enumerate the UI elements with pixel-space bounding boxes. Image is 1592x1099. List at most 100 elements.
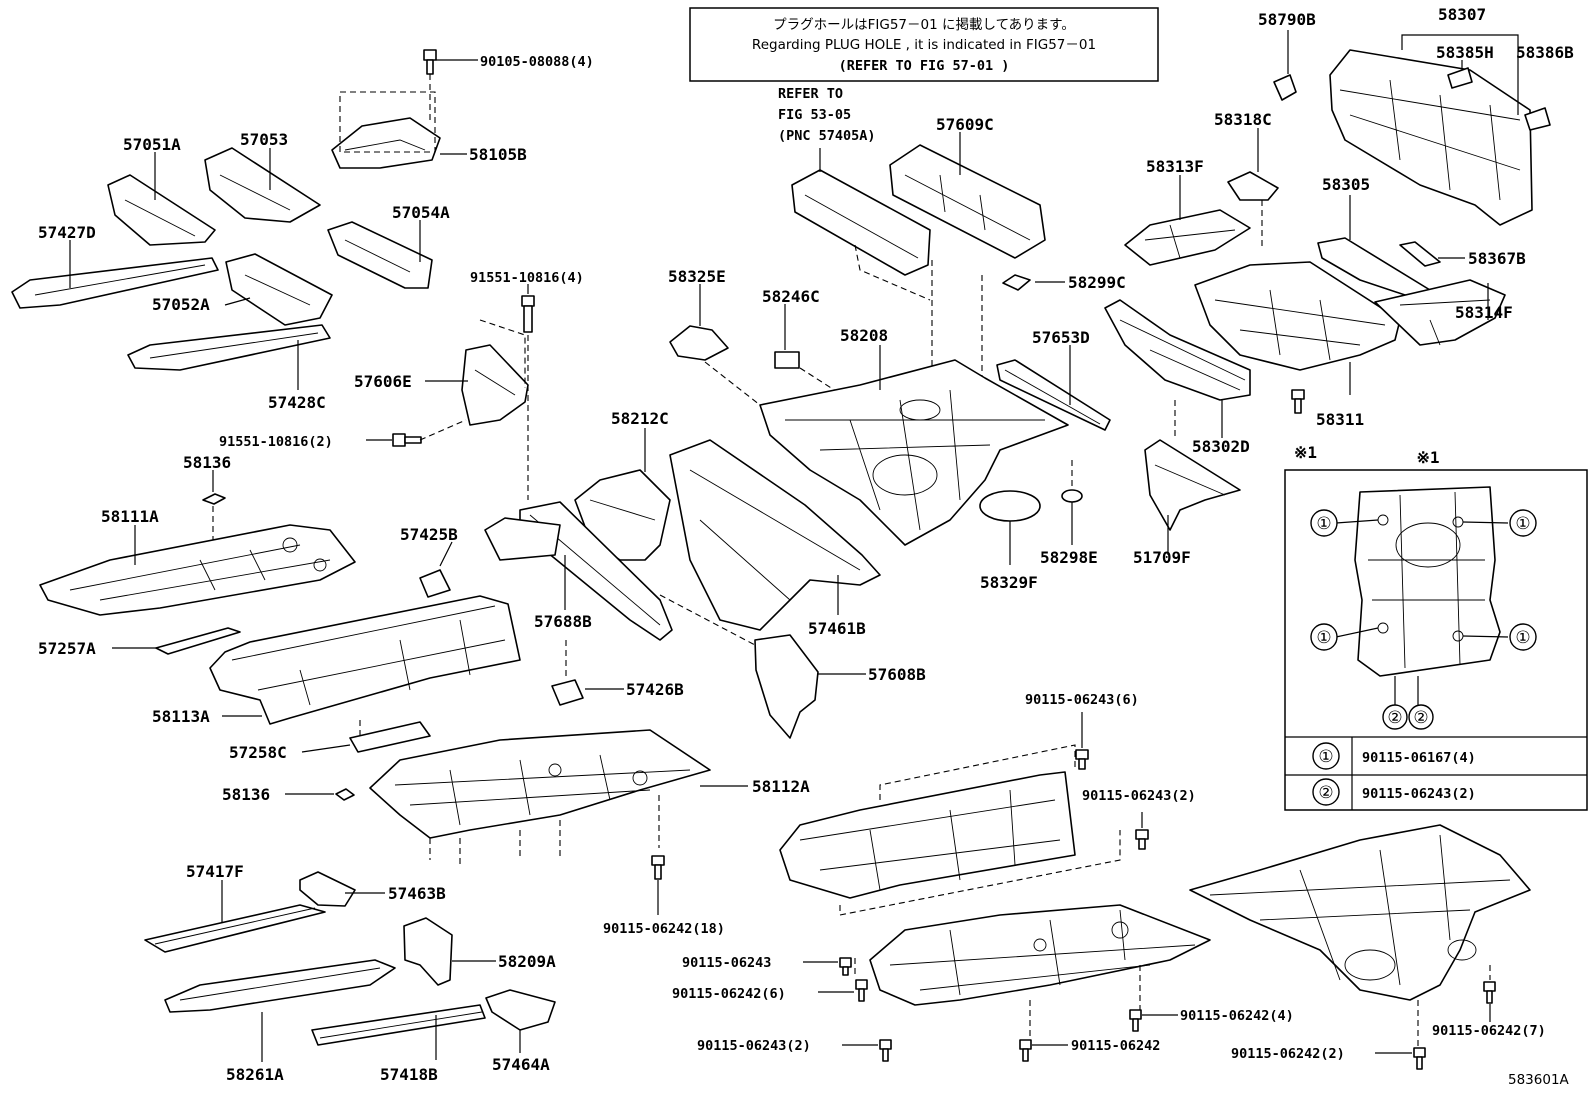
inset-marker-text: ①	[1316, 514, 1331, 534]
part-58208	[759, 345, 1069, 546]
part-58136-lower	[285, 788, 355, 801]
part-57051A	[107, 152, 216, 246]
inset-title: ※1	[1416, 448, 1439, 467]
inset-marker-text: ②	[1387, 708, 1402, 728]
label-57258C: 57258C	[229, 743, 287, 762]
note-line-3: (REFER TO FIG 57-01 )	[839, 58, 1010, 74]
label-58136-upper: 58136	[183, 453, 231, 472]
label-58318C: 58318C	[1214, 110, 1272, 129]
label-90115-06243-2a: 90115-06243(2)	[1082, 788, 1196, 804]
label-90115-06243: 90115-06243	[682, 955, 771, 971]
label-58385H: 58385H	[1436, 43, 1494, 62]
label-ref-mark: ※1	[1294, 443, 1317, 462]
inset-marker-text: ①	[1316, 628, 1331, 648]
label-58790B: 58790B	[1258, 10, 1316, 29]
part-57463B	[299, 871, 385, 907]
refer-line-3: (PNC 57405A)	[778, 128, 876, 144]
label-58386B: 58386B	[1516, 43, 1574, 62]
bolt-ref-mark	[1291, 389, 1305, 414]
label-57653D: 57653D	[1032, 328, 1090, 347]
part-58307	[1329, 34, 1533, 226]
label-57688B: 57688B	[534, 612, 592, 631]
note-line-1: プラグホールはFIG57－01 に掲載してあります。	[773, 17, 1075, 33]
part-58112A	[369, 729, 748, 865]
bolt-90115-06243-2a	[1135, 812, 1149, 850]
label-91551-10816-4: 91551-10816(4)	[470, 270, 584, 286]
label-90115-06243-2b: 90115-06243(2)	[697, 1038, 811, 1054]
label-57608B: 57608B	[868, 665, 926, 684]
label-90105-08088: 90105-08088(4)	[480, 54, 594, 70]
part-57054A	[327, 220, 433, 289]
label-58325E: 58325E	[668, 267, 726, 286]
label-57054A: 57054A	[392, 203, 450, 222]
label-58298E: 58298E	[1040, 548, 1098, 567]
label-57053: 57053	[240, 130, 288, 149]
bolt-90115-06242-4	[1129, 1009, 1178, 1032]
label-90115-06242-6: 90115-06242(6)	[672, 986, 786, 1002]
part-57461B	[669, 439, 881, 631]
label-58313F: 58313F	[1146, 157, 1204, 176]
part-57428C	[127, 324, 331, 390]
inset-marker-2-left: ②	[1382, 704, 1408, 730]
bolt-90105-08088	[423, 49, 478, 75]
table-part: 90115-06243(2)	[1362, 786, 1476, 802]
label-58209A: 58209A	[498, 952, 556, 971]
part-57464A	[485, 989, 556, 1053]
bolt-90115-06242-2	[1375, 1047, 1426, 1070]
label-58208: 58208	[840, 326, 888, 345]
part-51709F	[1144, 439, 1241, 555]
label-57426B: 57426B	[626, 680, 684, 699]
part-58318C	[1227, 128, 1279, 250]
bolt-90115-06242	[1019, 1039, 1068, 1062]
inset-marker-1-topleft: ①	[1310, 509, 1338, 537]
note-box	[689, 7, 1159, 82]
label-57051A: 57051A	[123, 135, 181, 154]
bolt-91551-10816-2	[366, 419, 467, 447]
assembly-rear-floor-1	[779, 744, 1121, 916]
part-57606E	[425, 319, 529, 426]
part-57053	[204, 147, 321, 223]
table-marker: ②	[1318, 783, 1333, 803]
assembly-rear-floor-2	[854, 904, 1211, 1040]
part-57052A	[224, 253, 333, 326]
part-58261A	[164, 959, 396, 1062]
bolt-91551-10816-4	[521, 284, 535, 500]
part-57653D	[996, 345, 1111, 431]
inset-marker-1-topright: ①	[1509, 509, 1537, 537]
part-58329F	[979, 490, 1041, 565]
label-57609C: 57609C	[936, 115, 994, 134]
label-51709F: 51709F	[1133, 548, 1191, 567]
part-58105B	[331, 74, 467, 169]
label-57606E: 57606E	[354, 372, 412, 391]
bolt-90115-06242-7	[1483, 981, 1496, 1022]
part-58302D	[1104, 299, 1251, 440]
bolt-90115-06243-6	[1075, 712, 1089, 770]
bolt-90115-06243-2b	[842, 1039, 892, 1062]
table-marker: ①	[1318, 747, 1333, 767]
label-90115-06242-18: 90115-06242(18)	[603, 921, 725, 937]
label-58112A: 58112A	[752, 777, 810, 796]
part-58790B	[1273, 30, 1297, 101]
label-57427D: 57427D	[38, 223, 96, 242]
label-57257A: 57257A	[38, 639, 96, 658]
inset-marker-text: ②	[1413, 708, 1428, 728]
label-58261A: 58261A	[226, 1065, 284, 1084]
label-58111A: 58111A	[101, 507, 159, 526]
part-58209A	[403, 917, 496, 986]
note-line-2: Regarding PLUG HOLE , it is indicated in…	[752, 37, 1096, 53]
label-90115-06242-2: 90115-06242(2)	[1231, 1046, 1345, 1062]
label-57461B: 57461B	[808, 619, 866, 638]
label-57463B: 57463B	[388, 884, 446, 903]
label-90115-06242-7: 90115-06242(7)	[1432, 1023, 1546, 1039]
label-90115-06243-6: 90115-06243(6)	[1025, 692, 1139, 708]
part-58298E	[1061, 460, 1083, 545]
part-57609C	[889, 132, 1046, 259]
label-58311: 58311	[1316, 410, 1364, 429]
label-58246C: 58246C	[762, 287, 820, 306]
part-58313F	[1124, 175, 1251, 266]
refer-line-2: FIG 53-05	[778, 107, 851, 123]
label-91551-10816-2: 91551-10816(2)	[219, 434, 333, 450]
label-90115-06242-4: 90115-06242(4)	[1180, 1008, 1294, 1024]
bolt-90115-06243	[803, 957, 852, 976]
